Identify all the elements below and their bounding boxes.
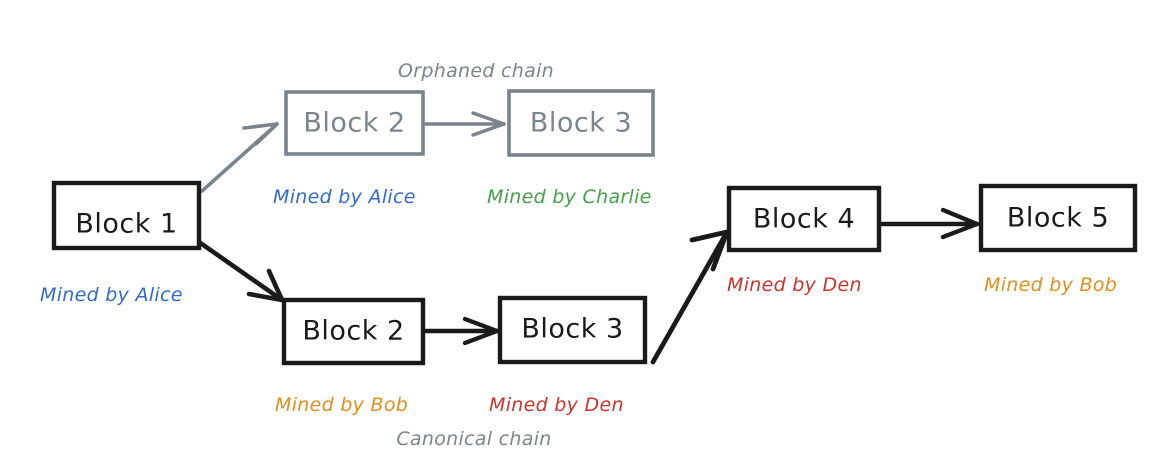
canonical-block-3-box[interactable] bbox=[497, 295, 648, 365]
block-node-block-1[interactable]: Block 1 bbox=[51, 180, 202, 251]
block-node-block-4[interactable]: Block 4 bbox=[726, 185, 882, 253]
block-node-orphan-block-3[interactable]: Block 3 bbox=[507, 89, 655, 157]
canonical-block-2-miner-label: Mined by Bob bbox=[275, 394, 408, 416]
arrow-canonical3-to-block4 bbox=[650, 229, 730, 365]
block-4-label: Block 4 bbox=[753, 204, 855, 235]
arrow-block1-to-orphan2 bbox=[200, 122, 279, 193]
block-node-canonical-block-3[interactable]: Block 3 bbox=[497, 295, 648, 365]
arrow-block4-to-block5 bbox=[878, 207, 980, 240]
arrow-orphan2-to-orphan3 bbox=[423, 111, 506, 137]
canonical-block-2-label: Block 2 bbox=[302, 316, 404, 347]
block-1-box[interactable] bbox=[51, 180, 202, 251]
block-4-box[interactable] bbox=[726, 185, 882, 253]
block-4-miner-label: Mined by Den bbox=[727, 274, 862, 296]
block-1-miner-label: Mined by Alice bbox=[40, 284, 183, 306]
canonical-chain-label: Canonical chain bbox=[396, 428, 551, 450]
block-node-block-5[interactable]: Block 5 bbox=[978, 183, 1138, 253]
block-5-box[interactable] bbox=[978, 183, 1138, 253]
block-1-label: Block 1 bbox=[75, 209, 177, 240]
block-5-miner-label: Mined by Bob bbox=[984, 274, 1117, 296]
arrow-canonical2-to-canonical3 bbox=[423, 316, 500, 346]
block-node-canonical-block-2[interactable]: Block 2 bbox=[281, 297, 426, 366]
canonical-block-3-miner-label: Mined by Den bbox=[489, 394, 624, 416]
block-node-orphan-block-2[interactable]: Block 2 bbox=[284, 90, 425, 156]
orphan-block-2-miner-label: Mined by Alice bbox=[273, 186, 416, 208]
orphan-block-2-label: Block 2 bbox=[303, 108, 405, 139]
orphan-block-3-box[interactable] bbox=[507, 89, 655, 157]
orphan-block-3-miner-label: Mined by Charlie bbox=[487, 186, 652, 208]
orphan-block-3-label: Block 3 bbox=[530, 108, 632, 139]
orphan-block-2-box[interactable] bbox=[284, 90, 425, 156]
canonical-block-3-label: Block 3 bbox=[521, 314, 623, 345]
block-5-label: Block 5 bbox=[1007, 203, 1109, 234]
canonical-block-2-box[interactable] bbox=[281, 297, 426, 366]
orphaned-chain-label: Orphaned chain bbox=[398, 60, 554, 82]
arrow-block1-to-canonical2 bbox=[196, 239, 285, 303]
